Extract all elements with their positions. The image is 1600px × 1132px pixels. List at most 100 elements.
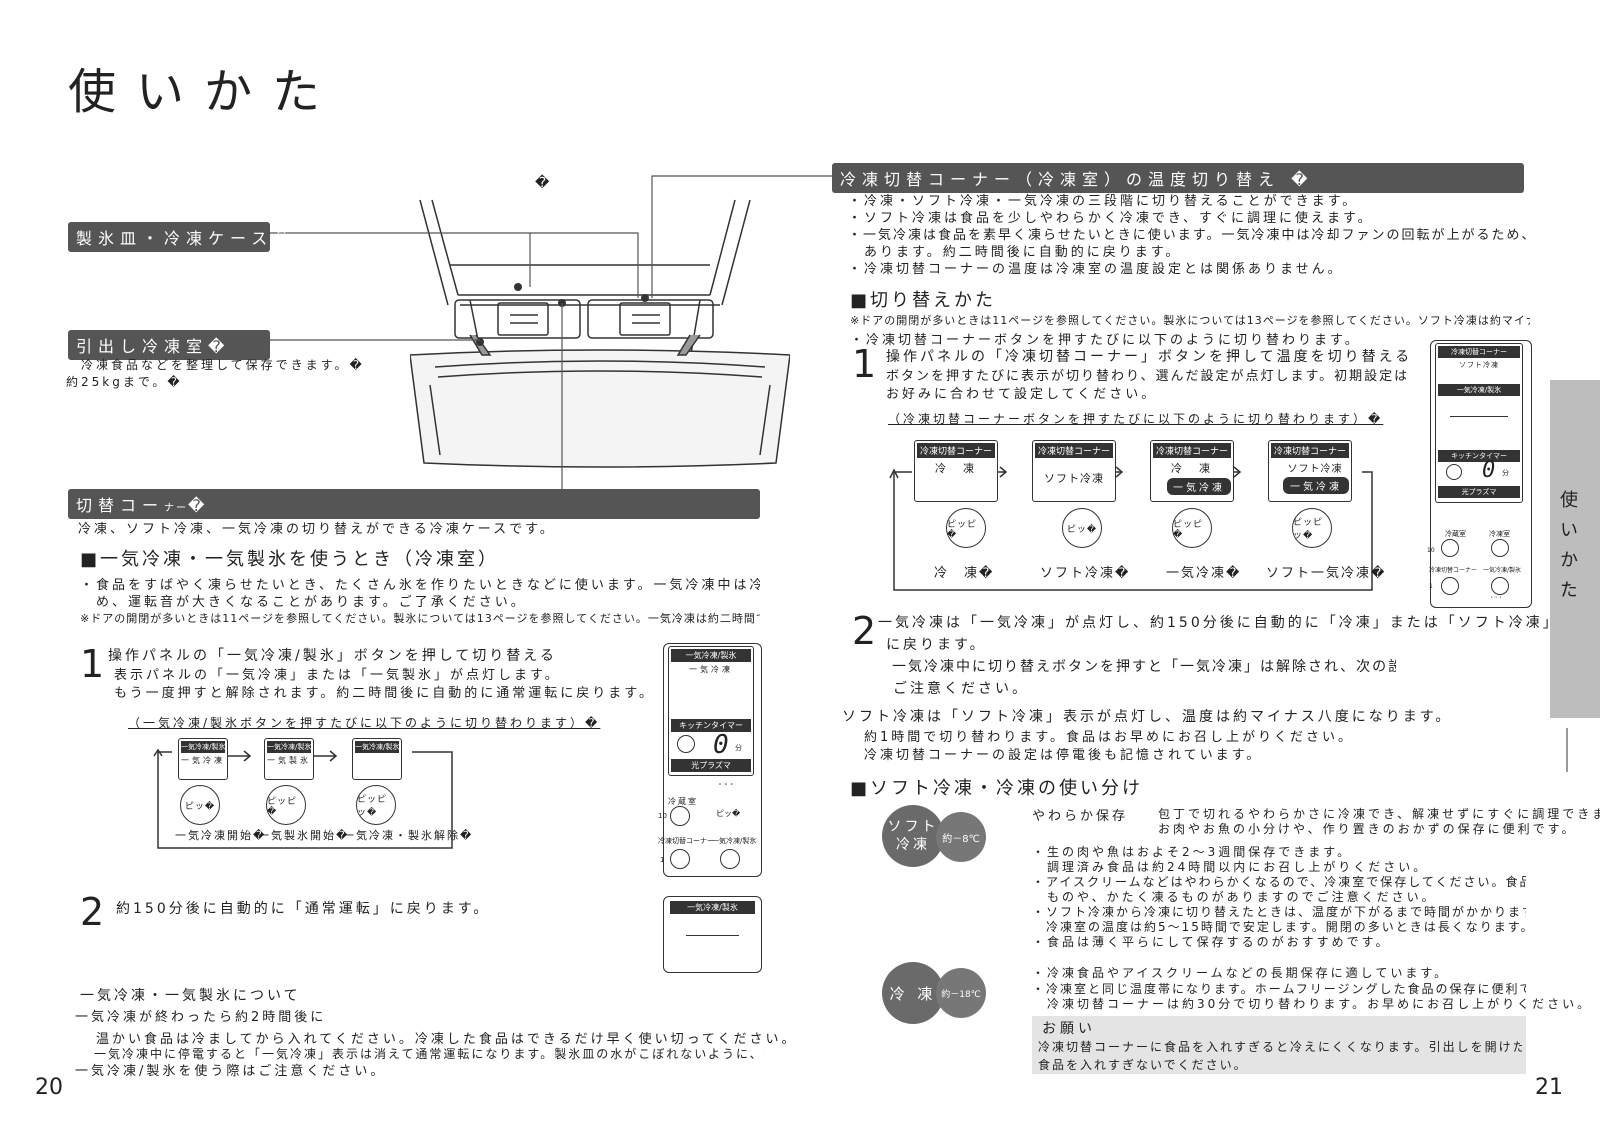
soft-bullet-3: ・アイスクリームなどはやわらかくなるので、冷凍室で保存してください。食品によって… xyxy=(1032,875,1526,889)
switch-corner-button[interactable] xyxy=(1441,577,1459,595)
freeze-bullet-1: ・冷凍食品やアイスクリームなどの長期保存に適しています。 xyxy=(1032,966,1450,980)
left-step2-text: 約150分後に自動的に「通常運転」に戻ります。 xyxy=(116,901,491,917)
freeze-bullet-3: 冷凍切替コーナーは約30分で切り替わります。お早めにお召し上がりください。 xyxy=(1032,997,1593,1011)
left-footer-3: 温かい食品は冷ましてから入れてください。冷凍した食品はできるだけ早く使い切ってく… xyxy=(80,1032,798,1047)
soft-badge-line-2: 冷凍 xyxy=(896,837,930,853)
panel-lcd-body: 一気冷凍 xyxy=(689,665,733,674)
right-title-text: 冷凍切替コーナー（冷凍室）の温度切り替え � xyxy=(840,170,1314,189)
panel-push-hint: ピッ� xyxy=(716,809,741,818)
right-title-bar: 冷凍切替コーナー（冷凍室）の温度切り替え � xyxy=(832,163,1524,193)
timer-icon xyxy=(677,735,695,753)
panel-timer-value: 0 xyxy=(713,730,729,760)
quick-freeze-button[interactable] xyxy=(720,849,740,869)
section-side-tab xyxy=(1550,380,1600,718)
right-bullet-4: あります。約二時間後に自動的に戻ります。 xyxy=(848,245,1182,260)
page-number-left: 20 xyxy=(35,1075,63,1100)
panel-kitchen-timer: キッチンタイマー xyxy=(1438,450,1520,462)
label-ice-case: 製氷皿・冷凍ケース� xyxy=(68,222,290,252)
left-step2-number: 2 xyxy=(80,890,105,934)
soft-bullet-5: ・ソフト冷凍から冷凍に切り替えたときは、温度が下がるまで時間がかかります。 xyxy=(1032,905,1526,919)
left-step2-lcd: 一気冷凍/製氷 xyxy=(663,896,762,973)
panel-side-10: 10 xyxy=(658,812,667,820)
label-lower-freezer: 引出し冷凍室� xyxy=(68,330,270,360)
lcd-header: 冷凍切替コーナー xyxy=(1153,443,1231,458)
panel-lcd-quick: 一気冷凍/製氷 xyxy=(1438,384,1520,396)
left-control-panel: 一気冷凍/製氷 一気冷凍 キッチンタイマー 0 分 光プラズマ ﾟ ﾟ ﾟ 冷蔵… xyxy=(658,643,762,877)
right-step1-text-c: お好みに合わせて設定してください。 xyxy=(886,387,1158,402)
lcd-body-inverse: 一気冷凍 xyxy=(1167,478,1231,495)
left-step1-text-c: もう一度押すと解除されます。約二時間後に自動的に通常運転に戻ります。 xyxy=(114,686,656,701)
panel-lcd-header: 一気冷凍/製氷 xyxy=(671,649,751,662)
lcd-body: 冷 凍 xyxy=(935,462,977,475)
left-footer-1: 一気冷凍・一気製氷について xyxy=(80,988,301,1004)
right-bullet-1: ・冷凍・ソフト冷凍・一気冷凍の三段階に切り替えることができます。 xyxy=(848,194,1359,209)
soft-freeze-badge: ソフト冷凍 xyxy=(882,805,944,867)
panel-timer-value: 0 xyxy=(1482,458,1496,483)
lcd-body: 一気冷凍 xyxy=(181,756,225,765)
left-cap-1: 一気冷凍開始� xyxy=(175,829,267,842)
freezer-button[interactable] xyxy=(1491,539,1509,557)
heading-switch: ■切り替えかた xyxy=(850,290,997,311)
lcd-body: 一気製氷 xyxy=(267,756,311,765)
left-sequence-loop xyxy=(153,748,453,849)
timer-icon xyxy=(1446,464,1462,480)
left-step1-seq: （一気冷凍/製氷ボタンを押すたびに以下のように切り替わります）� xyxy=(128,716,601,730)
right-panel-display: 冷凍切替コーナー ソフト冷凍 一気冷凍/製氷 キッチンタイマー 0 分 光プラズ… xyxy=(1435,343,1523,503)
quick-freeze-button[interactable] xyxy=(1491,577,1509,595)
panel-plasma: 光プラズマ xyxy=(1438,486,1520,498)
side-tab-label: 使いかた xyxy=(1557,490,1578,610)
switch-bullet: 冷凍、ソフト冷凍、一気冷凍の切り替えができる冷凍ケースです。 xyxy=(78,522,556,537)
lcd-body-inverse: 一気冷凍 xyxy=(1283,477,1349,494)
panel-quick-button-label: 一気冷凍/製氷 xyxy=(712,837,757,845)
panel-fridge-label: 冷蔵室 xyxy=(668,797,698,806)
lcd-header: 一気冷凍/製氷 xyxy=(355,741,400,753)
illustration-marker: � xyxy=(535,175,550,191)
leader-lines xyxy=(268,175,832,492)
left-lcd-3: 一気冷凍/製氷 xyxy=(352,738,402,780)
right-step1-seq: （冷凍切替コーナーボタンを押すたびに以下のように切り替わります）� xyxy=(888,412,1384,426)
right-bullet-3: ・一気冷凍は食品を素早く凍らせたいときに使います。一気冷凍中は冷却ファンの回転が… xyxy=(848,228,1528,243)
panel-top-marks: ﾟ ﾟ ﾟ xyxy=(719,783,735,792)
fridge-button[interactable] xyxy=(1441,539,1459,557)
side-tab-sub xyxy=(1566,728,1580,772)
left-bubble-2: ピッピ� xyxy=(266,785,306,825)
lcd-header: 一気冷凍/製氷 xyxy=(267,741,312,753)
left-footer-2: 一気冷凍が終わったら約2時間後に xyxy=(75,1010,327,1025)
panel-freezer-label: 冷凍室 xyxy=(1489,530,1510,538)
lcd-header: 冷凍切替コーナー xyxy=(917,443,995,458)
switch-corner-button[interactable] xyxy=(670,849,690,869)
soft-desc-1: 包丁で切れるやわらかさに冷凍でき、解凍せずにすぐに調理できます。 xyxy=(1158,807,1600,821)
right-step2-number: 2 xyxy=(852,609,877,653)
right-cap-1: 冷 凍� xyxy=(934,566,995,581)
panel-fridge-label: 冷蔵室 xyxy=(1445,530,1466,538)
right-bullet-2: ・ソフト冷凍は食品を少しやわらかく冷凍でき、すぐに調理に使えます。 xyxy=(848,211,1374,226)
caution-line-1: 冷凍切替コーナーに食品を入れすぎると冷えにくくなります。引出しを開けたまま放置し… xyxy=(1038,1040,1522,1054)
right-lcd-4: 冷凍切替コーナー ソフト冷凍 一気冷凍 xyxy=(1268,440,1352,502)
right-para-1: ソフト冷凍は「ソフト冷凍」表示が点灯し、温度は約マイナス八度になります。 xyxy=(842,709,1453,725)
right-bullet-5: ・冷凍切替コーナーの温度は冷凍室の温度設定とは関係ありません。 xyxy=(848,262,1344,277)
left-step1-text-b: 表示パネルの「一気冷凍」または「一気製氷」が点灯します。 xyxy=(114,668,561,683)
right-step2-a-text: 一気冷凍は「一気冷凍」が点灯し、約150分後に自動的に「冷凍」または xyxy=(878,615,1441,631)
soft-bullet-4: ものや、かたく凍るものがありますのでご注意ください。 xyxy=(1032,890,1437,904)
right-lcd-3: 冷凍切替コーナー 冷 凍 一気冷凍 xyxy=(1150,440,1234,502)
switch-note: ※ドアの開閉が多いときは11ページを参照してください。製氷については13ページを… xyxy=(850,314,1530,327)
panel-switch-corner-label: 冷凍切替コーナー xyxy=(658,837,714,845)
panel-side-1: 1 xyxy=(660,856,665,864)
panel-side-1: 1 xyxy=(1429,583,1433,590)
right-para-2: 約1時間で切り替わります。食品はお早めにお召し上がりください。 xyxy=(848,730,1354,745)
left-cap-3: 一気冷凍・製氷解除� xyxy=(343,829,474,842)
left-step1-number: 1 xyxy=(80,642,105,686)
fridge-button[interactable] xyxy=(670,806,690,826)
switch-corner-label-mark: � xyxy=(188,496,211,515)
lcd-underline xyxy=(686,935,739,936)
right-step2-d: 一気冷凍中に切り替えボタンを押すと「一気冷凍」は解除され、次の設定に切り替わりま… xyxy=(891,659,1396,675)
left-lcd-1: 一気冷凍/製氷 一気冷凍 xyxy=(178,738,228,780)
right-bubble-4: ピッピッ� xyxy=(1292,508,1332,548)
panel-lcd-line xyxy=(1450,416,1508,417)
caution-box: お願い 冷凍切替コーナーに食品を入れすぎると冷えにくくなります。引出しを開けたま… xyxy=(1032,1016,1526,1074)
switch-corner-label-small: ナー xyxy=(164,503,189,514)
left-cap-2: 一気製氷開始� xyxy=(258,829,350,842)
page-title: 使いかた xyxy=(68,64,341,120)
left-lcd-2: 一気冷凍/製氷 一気製氷 xyxy=(264,738,314,780)
right-control-panel: 冷凍切替コーナー ソフト冷凍 一気冷凍/製氷 キッチンタイマー 0 分 光プラズ… xyxy=(1427,340,1532,608)
